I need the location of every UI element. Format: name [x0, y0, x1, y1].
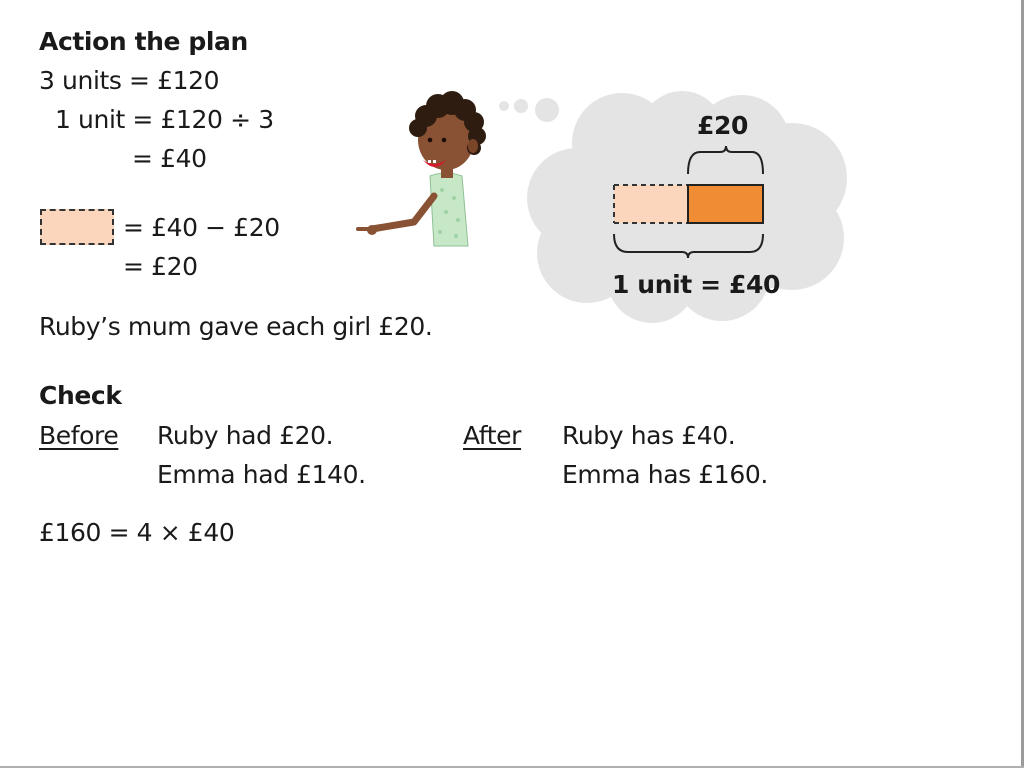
bar-model-top-label: £20	[697, 111, 748, 140]
before-label: Before	[39, 421, 119, 450]
plan-line-one-unit: 1 unit = £120 ÷ 3	[55, 105, 274, 134]
check-equation: £160 = 4 × £40	[39, 518, 235, 547]
slide-border-bottom	[0, 766, 1024, 768]
after-line-ruby: Ruby has £40.	[562, 421, 736, 450]
before-line-ruby: Ruby had £20.	[157, 421, 334, 450]
bar-model-bottom-label: 1 unit = £40	[612, 270, 780, 299]
box-equation-line2: = £20	[123, 252, 198, 281]
child-pointing-illustration	[356, 91, 486, 247]
section-heading-check: Check	[39, 381, 122, 410]
box-equation-line1: = £40 − £20	[123, 213, 280, 242]
before-line-emma: Emma had £140.	[157, 460, 366, 489]
dashed-unit-box	[40, 209, 114, 245]
plan-line-units: 3 units = £120	[39, 66, 220, 95]
section-heading-plan: Action the plan	[39, 27, 248, 56]
plan-line-result: = £40	[132, 144, 207, 173]
after-label: After	[463, 421, 522, 450]
plan-conclusion: Ruby’s mum gave each girl £20.	[39, 312, 433, 341]
after-line-emma: Emma has £160.	[562, 460, 768, 489]
thought-cloud-bar-model	[499, 91, 847, 323]
slide-border-right	[1021, 0, 1024, 768]
